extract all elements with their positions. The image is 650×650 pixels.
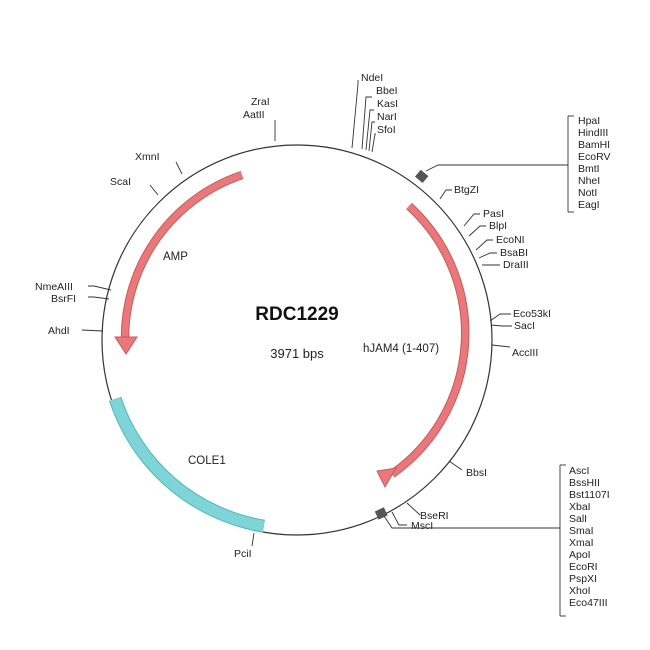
feature-label-amp: AMP xyxy=(163,251,188,263)
site-zrai[interactable]: ZraI xyxy=(251,96,270,108)
mcs-bottom-site[interactable]: SmaI xyxy=(569,525,594,537)
mcs-bottom-site[interactable]: EcoRI xyxy=(569,561,598,573)
plasmid-backbone xyxy=(101,144,493,536)
mcs-bottom-site[interactable]: Eco47III xyxy=(569,597,608,609)
site-ahdi[interactable]: AhdI xyxy=(48,325,70,337)
mcs-bottom-site[interactable]: AscI xyxy=(569,465,589,477)
mcs-bottom-site[interactable]: PspXI xyxy=(569,573,597,585)
site-ndei[interactable]: NdeI xyxy=(361,72,383,84)
site-nari[interactable]: NarI xyxy=(377,111,397,123)
mcs-bottom-site[interactable]: XmaI xyxy=(569,537,594,549)
site-econi[interactable]: EcoNI xyxy=(496,234,525,246)
mcs-top-list: HpaI HindIII BamHI EcoRV BmtI NheI NotI … xyxy=(578,115,611,211)
mcs-bottom-site[interactable]: BssHII xyxy=(569,477,600,489)
site-bbsi[interactable]: BbsI xyxy=(466,467,487,479)
site-blpi[interactable]: BlpI xyxy=(489,220,507,232)
site-acciii[interactable]: AccIII xyxy=(512,347,538,359)
site-scai[interactable]: ScaI xyxy=(110,176,131,188)
mcs-top-site[interactable]: NheI xyxy=(578,175,600,187)
mcs-bottom-site[interactable]: SalI xyxy=(569,513,587,525)
cole1-feature-fill xyxy=(109,397,265,532)
site-btgzi[interactable]: BtgZI xyxy=(454,184,479,196)
mcs-top-site[interactable]: HpaI xyxy=(578,115,600,127)
site-eco53ki[interactable]: Eco53kI xyxy=(513,308,551,320)
site-pasi[interactable]: PasI xyxy=(483,208,504,220)
plasmid-name: RDC1229 xyxy=(255,304,338,325)
site-bsabi[interactable]: BsaBI xyxy=(500,247,528,259)
site-sfoi[interactable]: SfoI xyxy=(377,124,396,136)
site-aatii[interactable]: AatII xyxy=(243,109,265,121)
hjam4-arrow-head xyxy=(376,467,397,489)
amp-feature-arrow-fill xyxy=(121,171,244,339)
mcs-top-site[interactable]: HindIII xyxy=(578,127,608,139)
site-bseri[interactable]: BseRI xyxy=(420,510,449,522)
site-nmeaiii[interactable]: NmeAIII xyxy=(35,281,73,293)
site-pcii[interactable]: PciI xyxy=(234,548,252,560)
site-bsrfi[interactable]: BsrFI xyxy=(51,293,76,305)
plasmid-size: 3971 bps xyxy=(270,346,324,361)
site-xmni[interactable]: XmnI xyxy=(135,151,160,163)
mcs-top-site[interactable]: NotI xyxy=(578,187,597,199)
site-msci[interactable]: MscI xyxy=(411,520,433,532)
mcs-bottom-site[interactable]: Bst1107I xyxy=(569,489,610,501)
site-saci[interactable]: SacI xyxy=(514,320,535,332)
site-kasi[interactable]: KasI xyxy=(377,98,398,110)
mcs-top-site[interactable]: BmtI xyxy=(578,163,600,175)
mcs-top-site[interactable]: BamHI xyxy=(578,139,610,151)
mcs-bottom-site[interactable]: ApoI xyxy=(569,549,591,561)
site-draiii[interactable]: DraIII xyxy=(503,259,529,271)
mcs-bottom-site[interactable]: XbaI xyxy=(569,501,591,513)
hjam4-feature-arrow-fill xyxy=(390,203,469,477)
mcs-top-block xyxy=(414,169,429,184)
mcs-bottom-site[interactable]: XhoI xyxy=(569,585,591,597)
mcs-bottom-list: AscI BssHII Bst1107I XbaI SalI SmaI XmaI… xyxy=(569,465,610,609)
feature-label-cole1: COLE1 xyxy=(188,455,226,467)
mcs-top-site[interactable]: EagI xyxy=(578,199,600,211)
feature-label-hjam4: hJAM4 (1-407) xyxy=(363,343,439,355)
hjam4-feature-arrow[interactable] xyxy=(389,202,470,478)
site-bbei[interactable]: BbeI xyxy=(376,85,398,97)
amp-arrow-head xyxy=(114,336,138,355)
mcs-top-site[interactable]: EcoRV xyxy=(578,151,611,163)
